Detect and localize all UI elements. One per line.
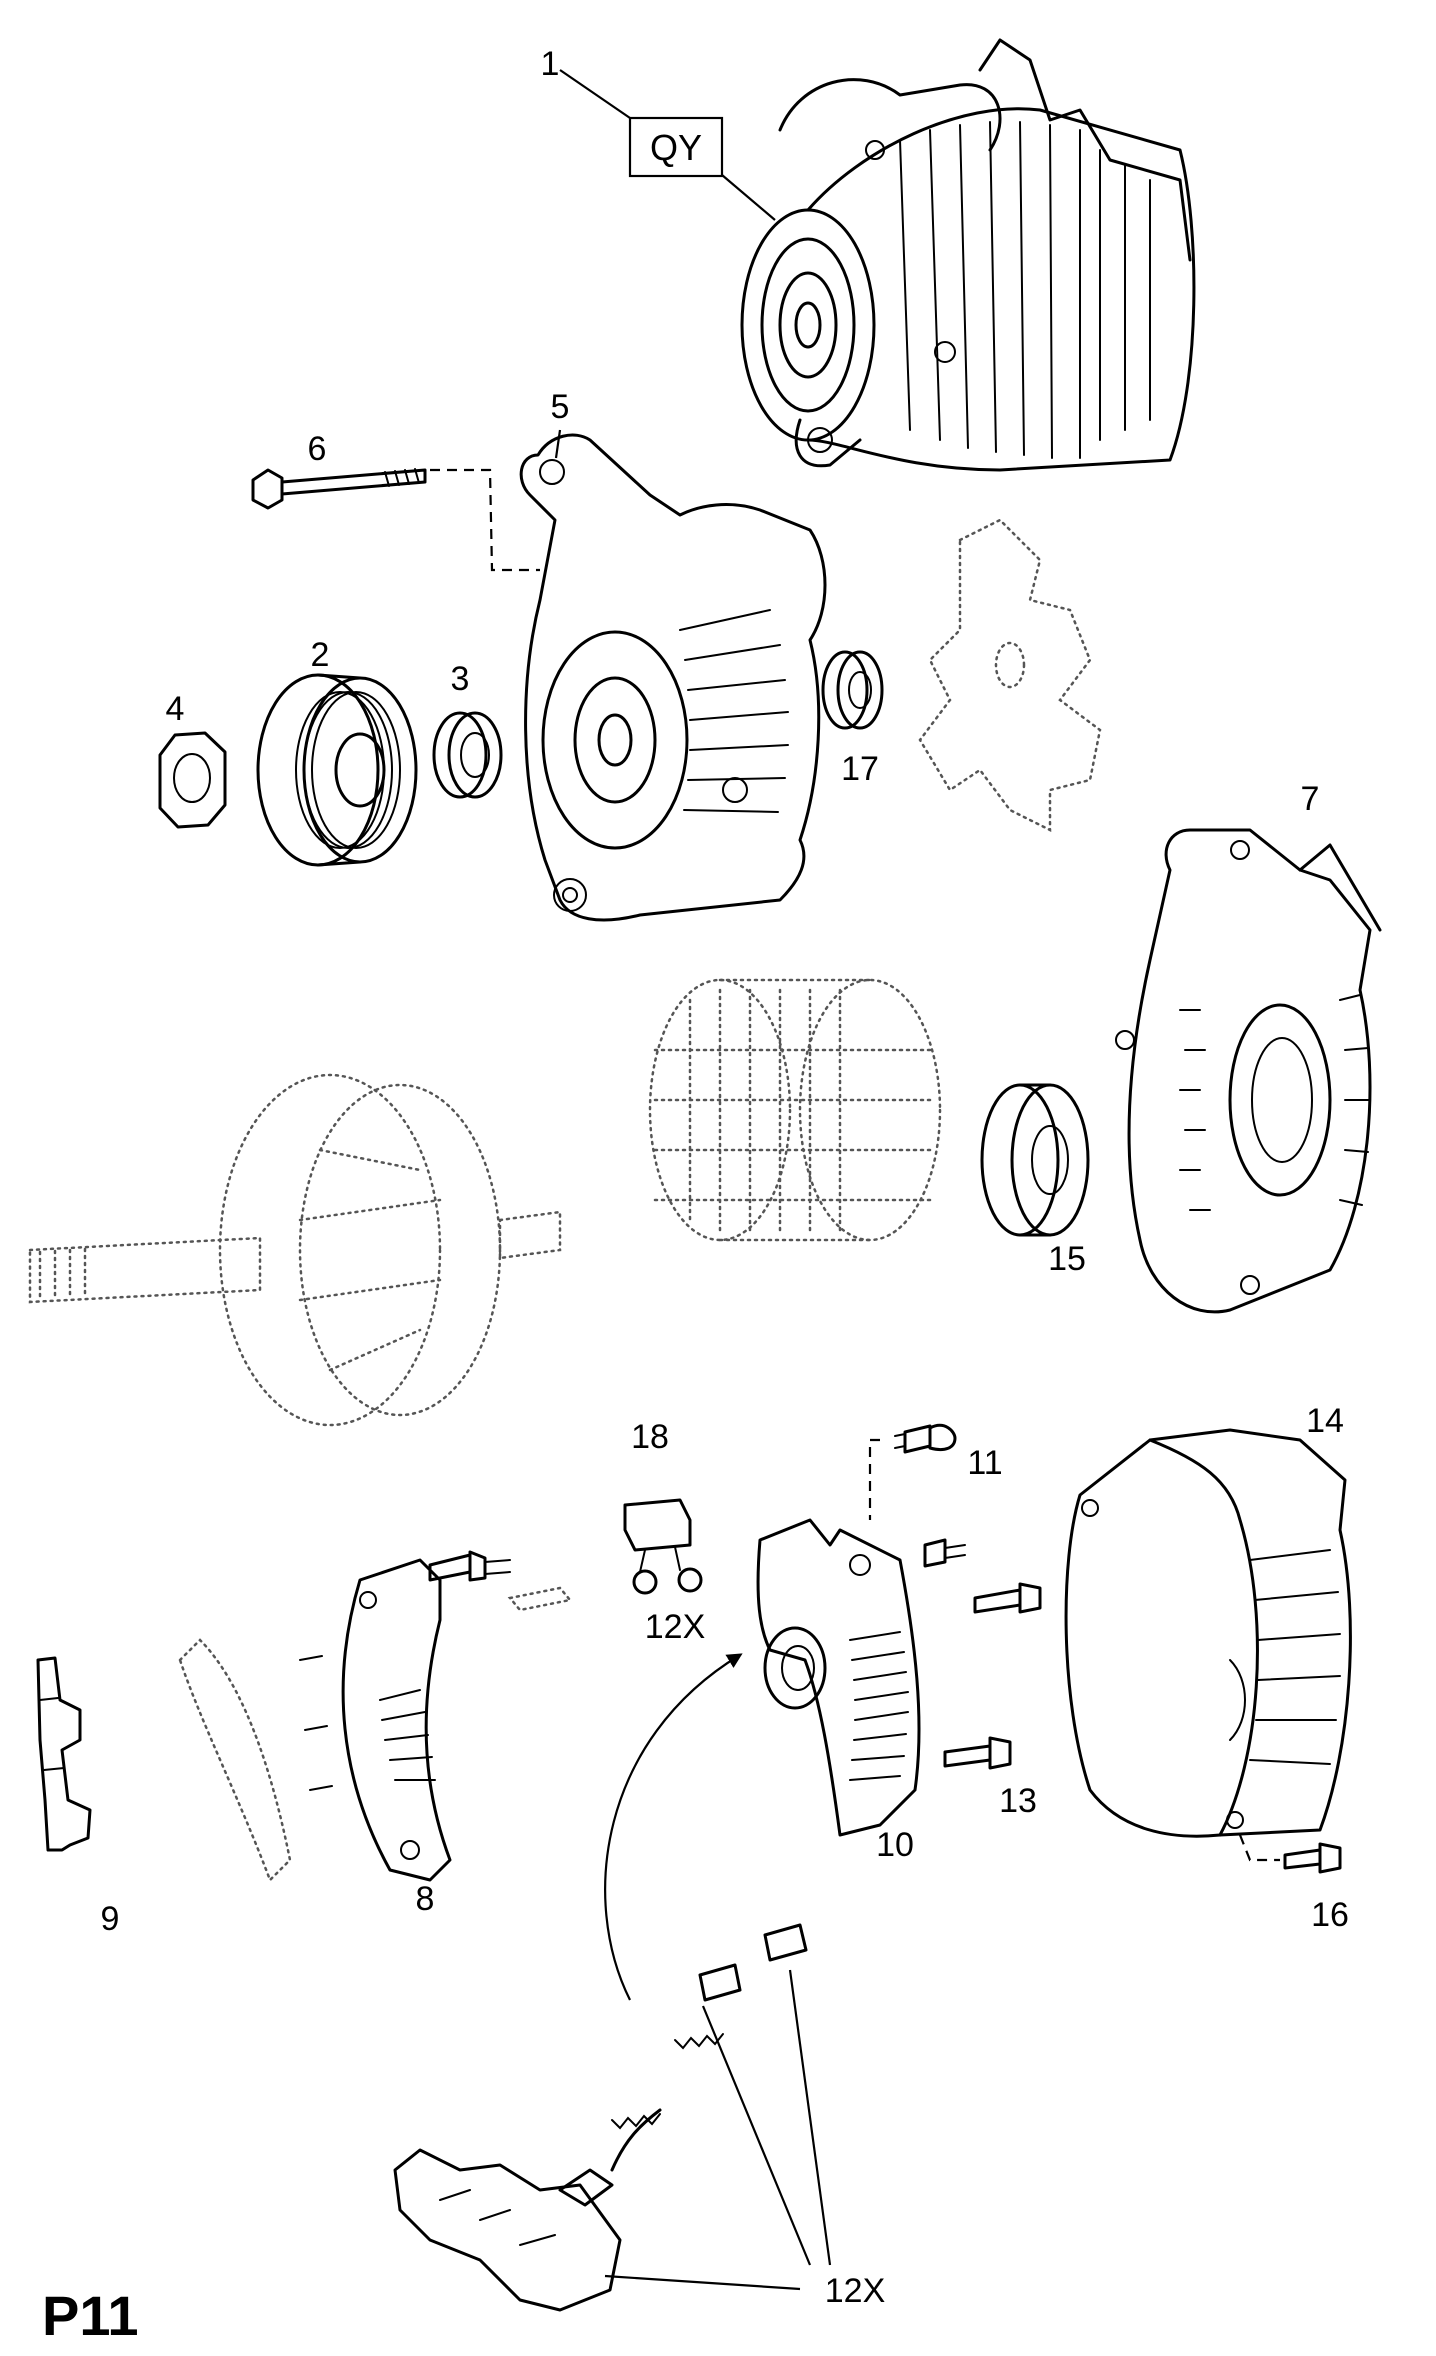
slip-ring-end-bracket [1115, 828, 1382, 1314]
callout-10: 10 [876, 1826, 914, 1864]
terminal-plate [36, 1656, 92, 1852]
cover-screw-11 [894, 1423, 957, 1454]
leader-5 [554, 429, 562, 459]
fan-ghost [918, 518, 1102, 833]
front-bearing-ring [821, 650, 884, 730]
regulator-screw [973, 1582, 1042, 1614]
leader-1 [559, 69, 631, 119]
leader-qy [721, 174, 776, 221]
callout-2: 2 [311, 636, 330, 674]
voltage-regulator [756, 1518, 966, 1837]
callout-17: 17 [841, 750, 879, 788]
rear-cover [1064, 1428, 1352, 1838]
bolt-path-line [430, 468, 540, 572]
callout-6: 6 [308, 430, 327, 468]
rectifier-bridge [299, 1550, 511, 1882]
brushes-leader-left [701, 2005, 812, 2266]
pulley-nut [158, 731, 227, 829]
callout-14: 14 [1306, 1402, 1344, 1440]
suppression-capacitor [623, 1498, 703, 1595]
callout-5: 5 [551, 388, 570, 426]
rectifier-bolt-ghost [507, 1586, 573, 1612]
callout-18: 18 [631, 1418, 669, 1456]
code-box [628, 116, 724, 178]
cover-screw-16 [1283, 1842, 1342, 1874]
callout-4: 4 [166, 690, 185, 728]
stator-ghost [648, 978, 942, 1242]
drive-end-bracket [519, 433, 827, 922]
callout-12x-regulator: 12X [645, 1608, 706, 1646]
rear-bearing [980, 1083, 1090, 1237]
rotor-ghost [28, 1073, 562, 1427]
pulley [256, 673, 418, 867]
callout-16: 16 [1311, 1896, 1349, 1934]
alternator-assembly [740, 38, 1196, 472]
insulator-ghost [178, 1638, 292, 1883]
callout-3: 3 [451, 660, 470, 698]
brush-holder-leader [604, 2274, 801, 2291]
code-box-label: QY [650, 127, 702, 168]
callout-7: 7 [1301, 780, 1320, 818]
callout-15: 15 [1048, 1240, 1086, 1278]
callout-9: 9 [101, 1900, 120, 1938]
insertion-arrow [604, 1653, 743, 2001]
screw-16-path-line [1238, 1834, 1280, 1862]
callout-8: 8 [416, 1880, 435, 1918]
regulator-screw-13 [943, 1736, 1012, 1770]
callout-11: 11 [967, 1444, 1002, 1482]
screw-11-path-line [868, 1438, 880, 1520]
brush-holder-assembly [393, 1923, 808, 2312]
spacer-ring [432, 711, 503, 799]
callout-1: 1 [541, 45, 560, 83]
through-bolt [251, 468, 427, 510]
callout-12x-brushes: 12X [825, 2272, 886, 2310]
brushes-leader-right [788, 1969, 832, 2266]
page-label: P11 [42, 2284, 139, 2347]
callout-13: 13 [999, 1782, 1037, 1820]
